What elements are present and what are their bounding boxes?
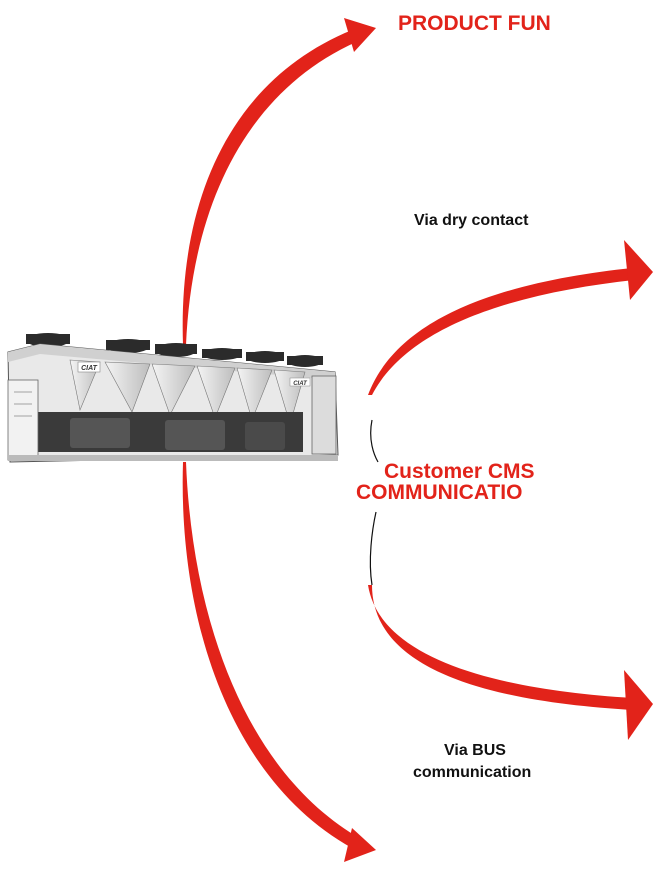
coil-panels — [69, 359, 306, 426]
brand-badge-right — [289, 377, 311, 387]
product-functions-title: PRODUCT FUN — [398, 12, 551, 35]
fan-row — [26, 333, 323, 367]
chiller-unit-image: CIAT CIAT — [7, 333, 339, 463]
customer-cms-title-line1: Customer CMS — [384, 460, 535, 483]
arrow-to-product-functions — [182, 18, 376, 345]
brand-badge-left — [77, 361, 101, 373]
customer-cms-title-line2: COMMUNICATIO — [356, 481, 523, 504]
arrow-to-bottom — [182, 462, 376, 862]
bus-label-line2: communication — [413, 764, 532, 781]
cms-bracket-lower — [369, 511, 377, 586]
arrow-to-dry-contact — [368, 240, 653, 395]
bus-label-line1: Via BUS — [444, 742, 506, 759]
dry-contact-label: Via dry contact — [414, 212, 529, 229]
brand-mark-left: CIAT — [81, 365, 98, 372]
cms-bracket-upper — [370, 419, 379, 463]
brand-mark-right: CIAT — [293, 381, 308, 387]
arrow-to-bus — [368, 585, 653, 740]
control-cabinet — [7, 379, 39, 461]
